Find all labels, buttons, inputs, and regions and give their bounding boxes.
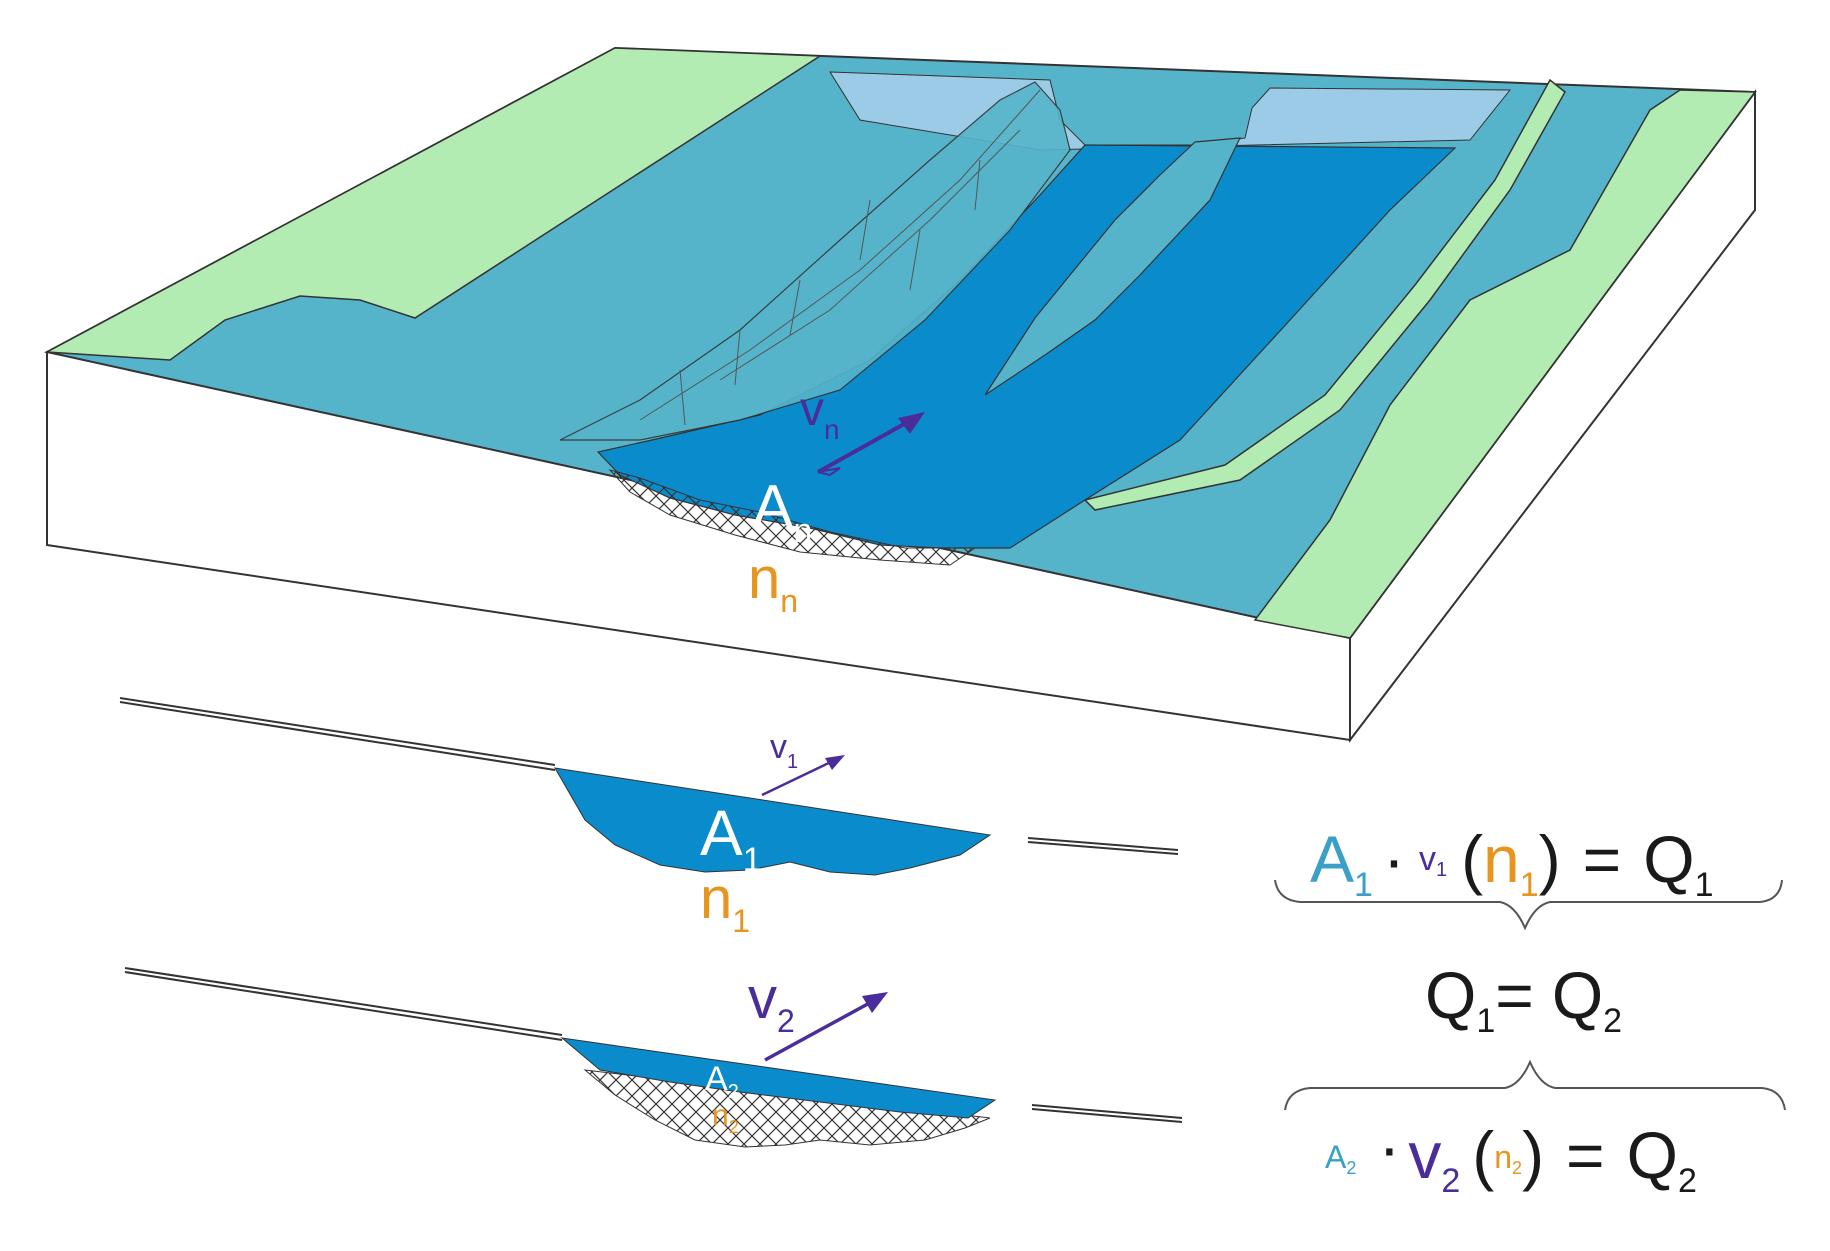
eq2-roughness-sub: 2 xyxy=(1512,1158,1522,1178)
eq1-roughness-sub: 1 xyxy=(1520,866,1539,904)
cross-section-2 xyxy=(124,967,1183,1148)
block-velocity-label: vn xyxy=(800,383,840,445)
block-roughness-label: nn xyxy=(748,546,798,619)
section-2-area-sub: 2 xyxy=(728,1081,739,1103)
channel-bed-hatch xyxy=(608,469,977,566)
mid-right: Q xyxy=(1552,958,1603,1032)
section-1-right-ground xyxy=(1027,837,1179,855)
block-roughness-symbol: n xyxy=(748,546,780,611)
section-1-velocity-sub: 1 xyxy=(787,751,798,773)
right-levee xyxy=(1083,78,1566,511)
section-2-area-symbol: A xyxy=(705,1060,728,1098)
block-area-symbol: A xyxy=(752,473,794,542)
equation-middle: Q1=Q2 xyxy=(1425,958,1622,1040)
cross-section-1 xyxy=(119,697,1179,876)
eq2-discharge: Q xyxy=(1627,1118,1678,1192)
point-bar xyxy=(559,81,1071,441)
eq2-dot: · xyxy=(1378,1110,1400,1184)
block-diagram xyxy=(44,46,1757,743)
brace-eq1 xyxy=(1274,879,1783,931)
block-velocity-symbol: v xyxy=(800,383,824,436)
eq1-equals: = xyxy=(1583,822,1622,896)
eq1-dot: · xyxy=(1383,822,1405,896)
equation-1: A1·v1(n1)=Q1 xyxy=(1310,822,1713,904)
eq1-open-paren: ( xyxy=(1461,822,1483,896)
eq1-discharge-sub: 1 xyxy=(1695,866,1714,904)
eq1-velocity-sub: 1 xyxy=(1436,859,1447,881)
brace-eq2 xyxy=(1284,1059,1786,1111)
block-roughness-sub: n xyxy=(780,583,798,619)
equation-2: A2·v2(n2)=Q2 xyxy=(1325,1110,1697,1200)
section-2-velocity-sub: 2 xyxy=(777,1003,795,1039)
section-2-water xyxy=(560,1037,997,1119)
section-2-velocity-symbol: v xyxy=(748,966,777,1031)
mid-channel-bar xyxy=(984,137,1242,396)
block-area-label: An xyxy=(752,473,812,550)
section-1-area-label: A1 xyxy=(700,797,762,879)
eq2-area-sub: 2 xyxy=(1346,1158,1356,1178)
section-1-velocity-label: v1 xyxy=(770,728,798,773)
section-2-left-ground xyxy=(124,967,563,1041)
mid-equals: = xyxy=(1495,958,1534,1032)
section-2-roughness-symbol: n xyxy=(712,1099,729,1132)
section-1-left-ground xyxy=(119,697,556,771)
eq1-close-paren: ) xyxy=(1539,822,1561,896)
section-2-velocity-arrow xyxy=(764,992,888,1062)
section-1-velocity-symbol: v xyxy=(770,728,787,766)
eq1-roughness: n xyxy=(1483,822,1520,896)
eq1-area-sub: 1 xyxy=(1354,866,1373,904)
mid-right-sub: 2 xyxy=(1603,1002,1622,1040)
section-2-bed-hatch xyxy=(583,1069,991,1148)
block-velocity-sub: n xyxy=(824,414,840,445)
section-2-area-label: A2 xyxy=(705,1060,739,1103)
section-1-velocity-arrow xyxy=(761,755,845,797)
eq1-area: A xyxy=(1310,822,1354,896)
section-1-roughness-label: n1 xyxy=(700,866,750,939)
section-2-roughness-label: n2 xyxy=(712,1099,739,1137)
eq2-velocity-sub: 2 xyxy=(1441,1162,1460,1200)
section-1-area-symbol: A xyxy=(700,797,743,869)
point-bar-lines xyxy=(639,89,1041,426)
section-2-right-ground xyxy=(1031,1104,1183,1123)
eq2-velocity: v xyxy=(1408,1118,1441,1192)
section-1-water xyxy=(554,767,992,876)
section-1-roughness-symbol: n xyxy=(700,866,732,931)
section-2-roughness-sub: 2 xyxy=(729,1117,739,1137)
left-floodplain xyxy=(44,47,823,361)
eq2-area: A xyxy=(1325,1139,1347,1175)
eq2-open-paren: ( xyxy=(1472,1118,1494,1192)
eq2-equals: = xyxy=(1566,1118,1605,1192)
eq1-velocity: v xyxy=(1419,840,1436,878)
eq2-discharge-sub: 2 xyxy=(1678,1162,1697,1200)
block-area-sub: n xyxy=(793,512,812,550)
eq1-discharge: Q xyxy=(1643,822,1694,896)
section-1-roughness-sub: 1 xyxy=(732,903,750,939)
block-velocity-arrow xyxy=(817,412,925,477)
section-1-area-sub: 1 xyxy=(743,841,762,879)
section-2-velocity-label: v2 xyxy=(748,966,795,1039)
mid-left: Q xyxy=(1425,958,1476,1032)
eq2-roughness: n xyxy=(1494,1139,1512,1175)
mid-left-sub: 1 xyxy=(1476,1002,1495,1040)
eq2-close-paren: ) xyxy=(1522,1118,1544,1192)
right-floodplain xyxy=(1253,89,1757,639)
